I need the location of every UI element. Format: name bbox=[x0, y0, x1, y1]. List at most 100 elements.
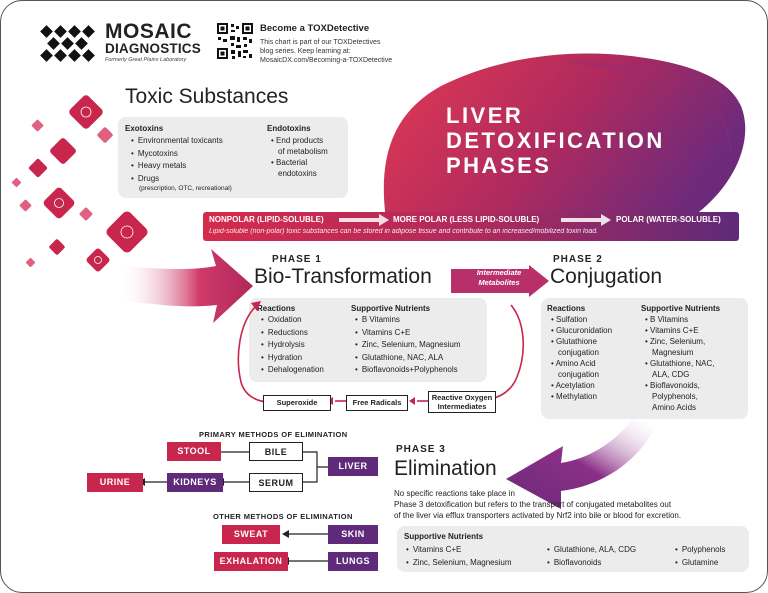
phase2-nutrient-cont: Polyphenols, bbox=[652, 392, 698, 401]
intermediate-arrow-icon bbox=[451, 265, 549, 297]
lungs-box: LUNGS bbox=[328, 552, 378, 571]
phase1-nutrients-title: Supportive Nutrients bbox=[351, 304, 431, 313]
phase2-reaction: • Amino Acid bbox=[551, 359, 596, 368]
phase3-nutrient: Glutamine bbox=[675, 557, 725, 570]
phase2-reaction: • Methylation bbox=[551, 392, 597, 401]
phase2-nutrient-cont: ALA, CDG bbox=[652, 370, 690, 379]
phase1-nutrient: Vitamins C+E bbox=[355, 327, 461, 340]
main-title-line2: DETOXIFICATION bbox=[446, 128, 665, 153]
sweat-box: SWEAT bbox=[222, 525, 280, 544]
phase2-nutrients-title: Supportive Nutrients bbox=[641, 304, 721, 313]
phase1-nutrient: Glutathione, NAC, ALA bbox=[355, 352, 461, 365]
phase3-desc-line3: of the liver via efflux transporters act… bbox=[394, 511, 682, 520]
phase3-desc-line1: No specific reactions take place in bbox=[394, 489, 515, 498]
kidneys-box: KIDNEYS bbox=[167, 473, 223, 492]
phase2-reactions-title: Reactions bbox=[547, 304, 586, 313]
endotoxin-item: • End products bbox=[271, 136, 324, 145]
endotoxin-item-cont: endotoxins bbox=[278, 169, 317, 178]
logo-name-line2: DIAGNOSTICS bbox=[105, 41, 201, 56]
phase2-nutrient: • B Vitamins bbox=[645, 315, 689, 324]
intermediate-label: Intermediate Metabolites bbox=[463, 268, 535, 288]
phase2-nutrient-cont: Magnesium bbox=[652, 348, 694, 357]
promo-line1: This chart is part of our TOXDetectives bbox=[260, 39, 381, 46]
phase2-reaction-cont: conjugation bbox=[558, 348, 599, 357]
arrow-into-phase1 bbox=[119, 249, 253, 323]
phase2-panel bbox=[541, 298, 748, 419]
endotoxins-title: Endotoxins bbox=[267, 124, 311, 133]
promo-url[interactable]: MosaicDX.com/Becoming-a-TOXDetective bbox=[260, 57, 393, 64]
phase2-reactions: Reactions • Sulfation • Glucuronidation … bbox=[547, 304, 612, 402]
phase3-nutrients-col2: Glutathione, ALA, CDG Bioflavonoids bbox=[547, 544, 636, 569]
phase1-reaction: Hydration bbox=[261, 352, 324, 365]
phase2-nutrient: • Vitamins C+E bbox=[645, 326, 699, 335]
skin-box: SKIN bbox=[328, 525, 378, 544]
endotoxin-item-cont: of metabolism bbox=[278, 147, 328, 156]
main-title-line3: PHASES bbox=[446, 153, 552, 178]
logo-name-line1: MOSAIC bbox=[105, 20, 192, 43]
polarity-bar bbox=[203, 212, 739, 241]
arrow-into-phase3 bbox=[506, 419, 656, 509]
reactive-oxygen-line2: Intermediates bbox=[437, 402, 487, 411]
phase2-nutrient: • Glutathione, NAC, bbox=[645, 359, 715, 368]
toxin-diamonds-icon bbox=[11, 95, 148, 272]
phase2-reaction: • Glutathione bbox=[551, 337, 597, 346]
phase3-nutrient: Polyphenols bbox=[675, 544, 726, 557]
phase2-label: PHASE 2 bbox=[553, 254, 603, 265]
main-title: LIVER DETOXIFICATION PHASES bbox=[446, 103, 665, 178]
phase2-name: Conjugation bbox=[550, 265, 663, 288]
main-title-line1: LIVER bbox=[446, 103, 524, 128]
polarity-arrow-icon bbox=[339, 214, 389, 226]
phase1-nutrient: Zinc, Selenium, Magnesium bbox=[355, 339, 461, 352]
phase3-nutrients-col1: Vitamins C+E Zinc, Selenium, Magnesium bbox=[406, 544, 512, 569]
phase3-description: No specific reactions take place in Phas… bbox=[394, 488, 754, 521]
exotoxin-item: Heavy metals bbox=[131, 160, 232, 173]
phase2-reaction-cont: conjugation bbox=[558, 370, 599, 379]
intermediate-line2: Metabolites bbox=[478, 278, 520, 287]
polarity-note: Lipid-soluble (non-polar) toxic substanc… bbox=[209, 228, 599, 235]
phase3-name: Elimination bbox=[394, 457, 497, 480]
endotoxin-item: • Bacterial bbox=[271, 158, 308, 167]
phase1-reaction: Oxidation bbox=[261, 314, 324, 327]
exotoxin-item: Environmental toxicants bbox=[131, 135, 232, 148]
polarity-arrow-icon bbox=[561, 214, 611, 226]
liver-shape bbox=[381, 53, 746, 241]
reactive-oxygen-box: Reactive Oxygen Intermediates bbox=[428, 391, 496, 413]
toxic-title: Toxic Substances bbox=[125, 85, 289, 108]
promo-title: Become a TOXDetective bbox=[260, 23, 370, 34]
phase3-nutrient: Glutathione, ALA, CDG bbox=[547, 544, 636, 557]
phase2-reaction: • Sulfation bbox=[551, 315, 588, 324]
phase1-name: Bio-Transformation bbox=[254, 265, 432, 288]
exotoxins-block: Exotoxins Environmental toxicants Mycoto… bbox=[125, 124, 232, 193]
phase2-reaction: • Acetylation bbox=[551, 381, 595, 390]
phase3-nutrient: Bioflavonoids bbox=[547, 557, 636, 570]
phase2-nutrient: • Bioflavonoids, bbox=[645, 381, 700, 390]
promo-text: This chart is part of our TOXDetectives … bbox=[260, 38, 392, 65]
drugs-note: (prescription, OTC, recreational) bbox=[139, 185, 232, 192]
phase2-nutrient: • Zinc, Selenium, bbox=[645, 337, 706, 346]
phase2-nutrient-cont: Amino Acids bbox=[652, 403, 697, 412]
phase3-nutrient: Zinc, Selenium, Magnesium bbox=[406, 557, 512, 570]
reactive-oxygen-line1: Reactive Oxygen bbox=[431, 393, 493, 402]
phase3-nutrients-title: Supportive Nutrients bbox=[404, 532, 484, 541]
phase3-desc-line2: Phase 3 detoxification but refers to the… bbox=[394, 500, 672, 509]
phase1-label: PHASE 1 bbox=[272, 254, 322, 265]
liver-lobe bbox=[561, 60, 732, 171]
bile-box: BILE bbox=[249, 442, 303, 461]
phase1-reaction: Hydrolysis bbox=[261, 339, 324, 352]
polarity-step3: POLAR (WATER-SOLUBLE) bbox=[616, 215, 721, 224]
mosaic-logo-icon bbox=[40, 25, 95, 62]
liver-box: LIVER bbox=[328, 457, 378, 476]
qr-code-icon bbox=[217, 23, 253, 59]
phase1-reactions-title: Reactions bbox=[257, 304, 296, 313]
free-radicals-box: Free Radicals bbox=[346, 395, 408, 411]
phase3-nutrients-col3: Polyphenols Glutamine bbox=[675, 544, 726, 570]
polarity-step1: NONPOLAR (LIPID-SOLUBLE) bbox=[209, 215, 324, 224]
polarity-step2: MORE POLAR (LESS LIPID-SOLUBLE) bbox=[393, 215, 540, 224]
phase1-reaction: Dehalogenation bbox=[261, 364, 324, 377]
primary-elimination-title: PRIMARY METHODS OF ELIMINATION bbox=[199, 430, 348, 439]
phase1-reaction: Reductions bbox=[261, 327, 324, 340]
other-elimination-title: OTHER METHODS OF ELIMINATION bbox=[213, 512, 353, 521]
urine-box: URINE bbox=[87, 473, 143, 492]
